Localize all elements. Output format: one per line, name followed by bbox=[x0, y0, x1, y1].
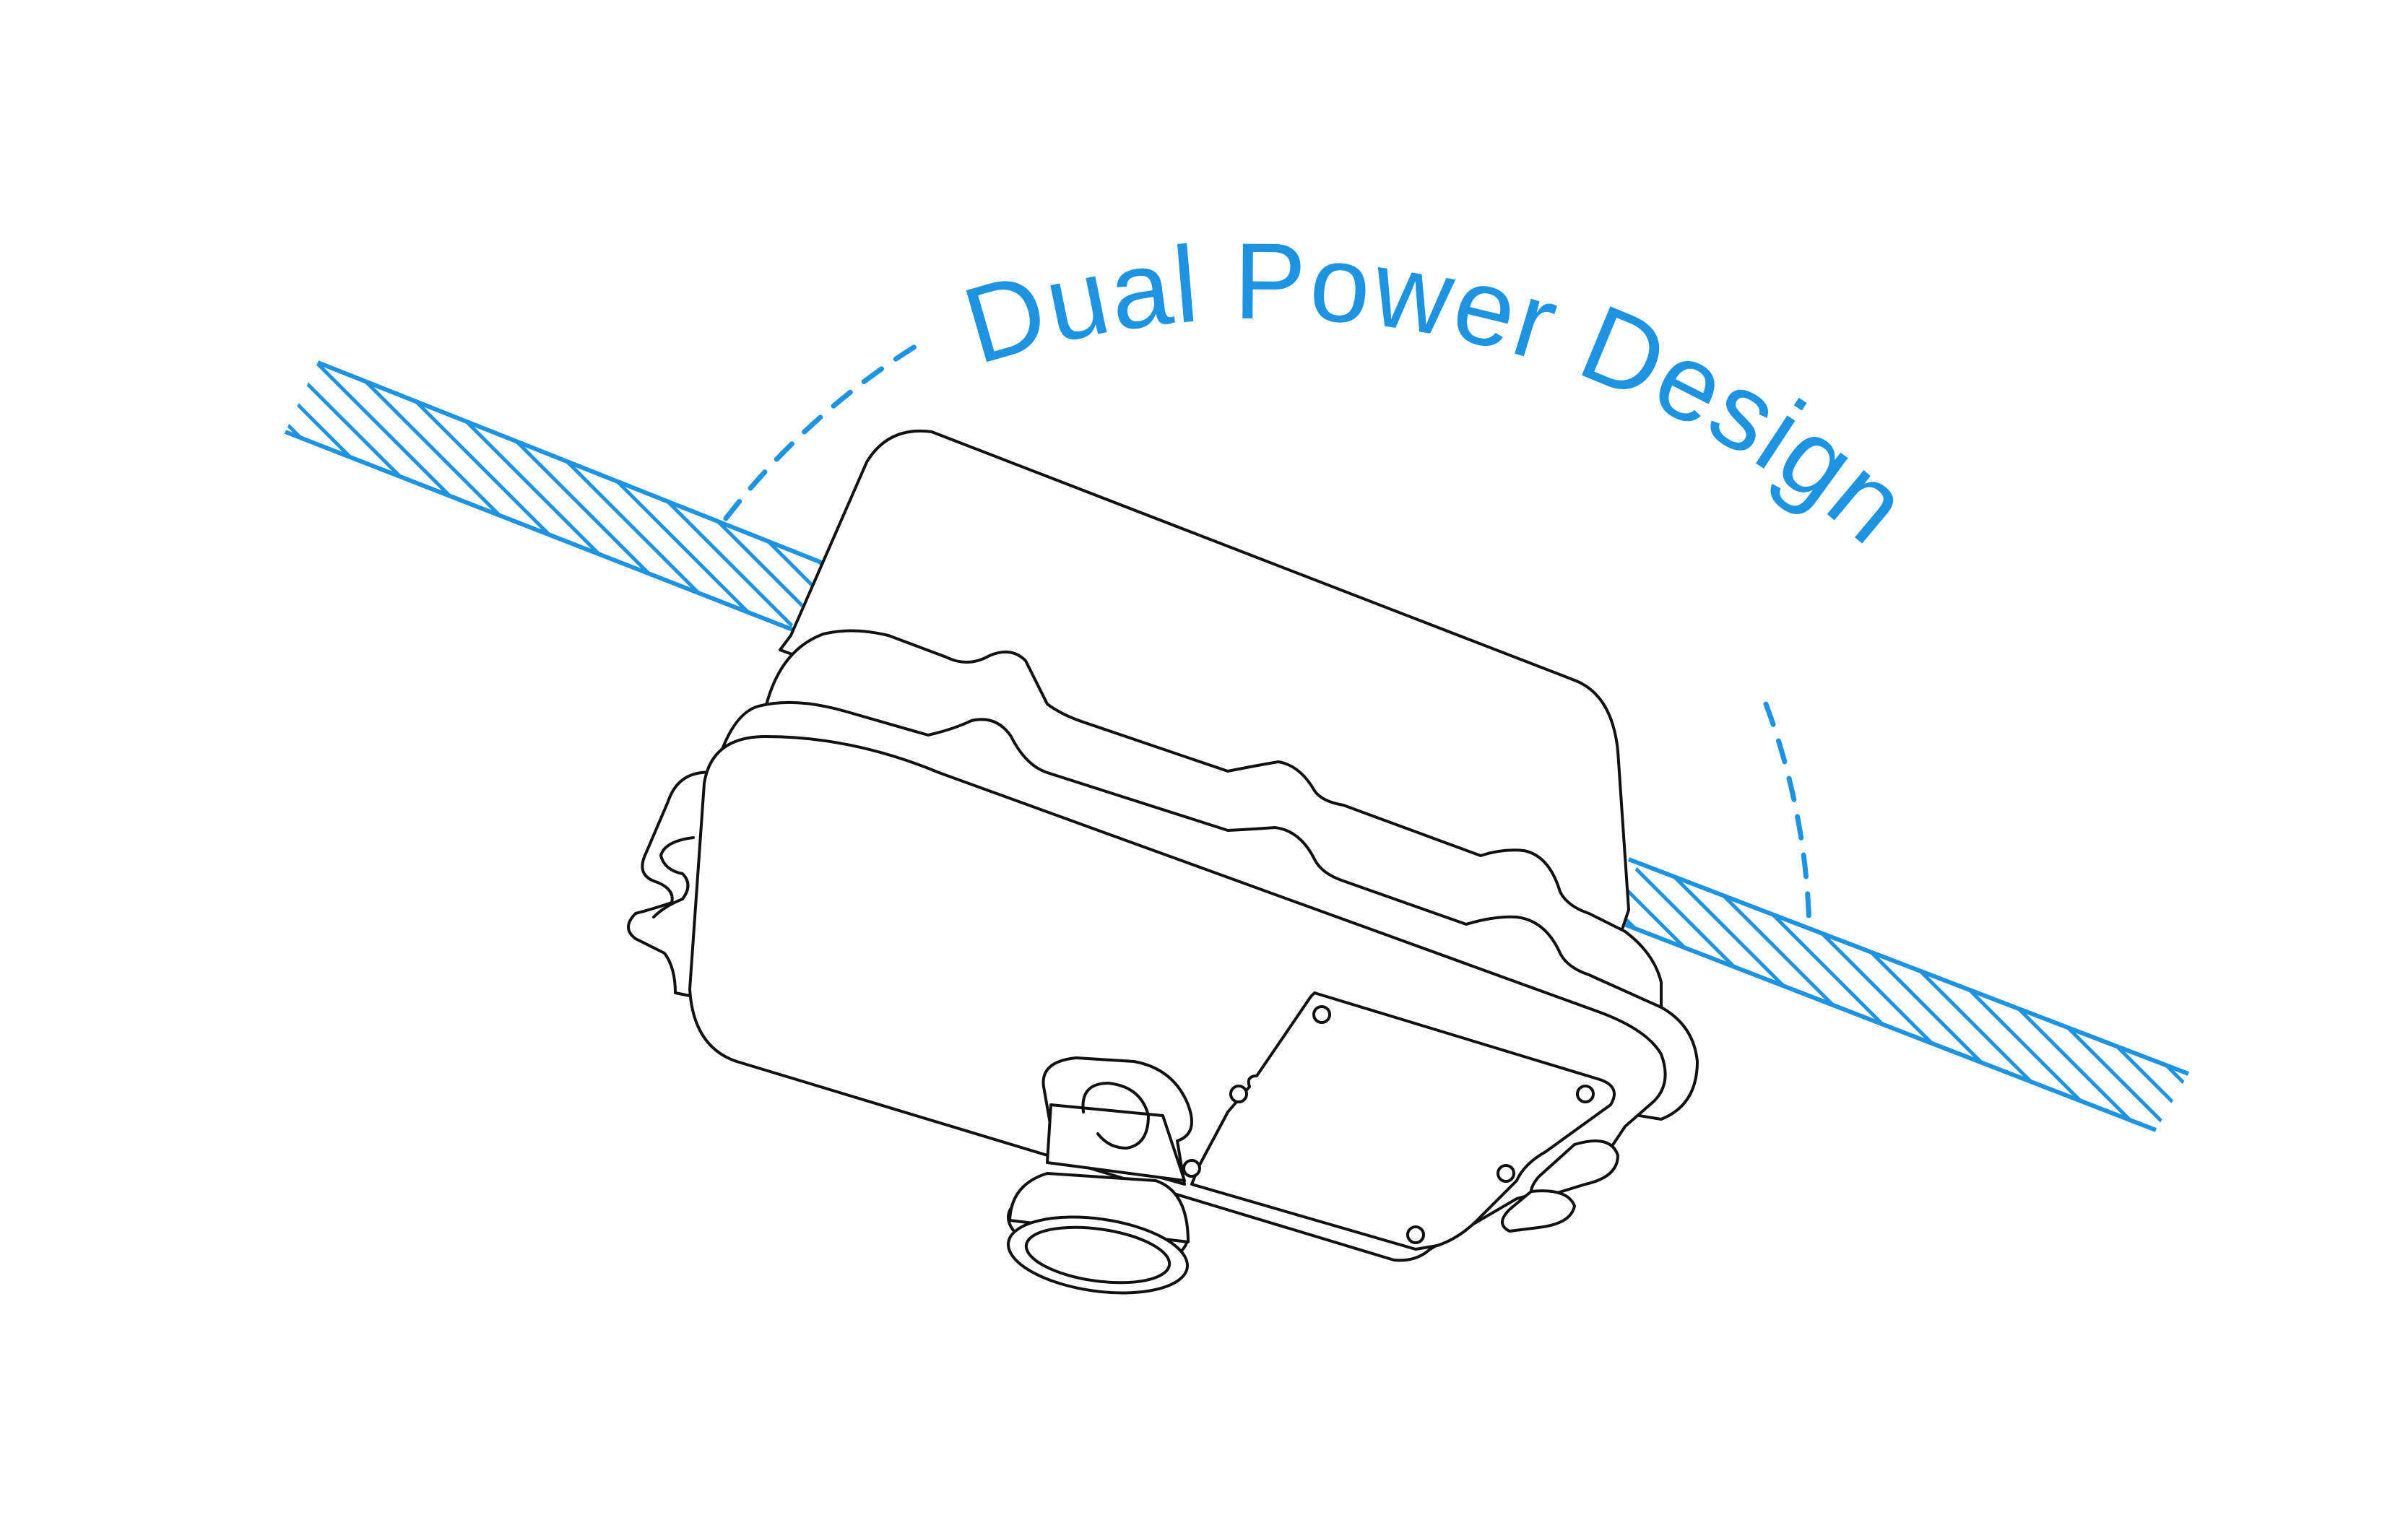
cable-hatch-stroke bbox=[2106, 863, 2188, 1130]
cable-hatch-stroke bbox=[1712, 863, 2076, 1130]
cable-hatch-stroke bbox=[285, 362, 605, 628]
cable-hatch-stroke bbox=[285, 362, 636, 628]
cable-hatch-stroke bbox=[285, 362, 454, 628]
cable-hatch-stroke bbox=[1651, 863, 2015, 1130]
cable-hatch-stroke bbox=[1742, 863, 2106, 1130]
cable-hatch-stroke bbox=[285, 362, 514, 628]
cable-upper-edge-right bbox=[1627, 857, 2190, 1076]
dashed-arc-left bbox=[723, 342, 920, 521]
dashed-arc-right bbox=[1763, 701, 1812, 931]
cable-hatch-stroke bbox=[1863, 863, 2188, 1130]
screw-hole bbox=[1406, 1225, 1425, 1244]
cable-hatch-stroke bbox=[1833, 863, 2188, 1130]
probe-slot bbox=[1081, 1082, 1150, 1150]
cable-hatch-stroke bbox=[363, 362, 727, 628]
probe-cap-face bbox=[1007, 1215, 1189, 1295]
cable-hatch-stroke bbox=[1924, 863, 2188, 1130]
probe-cap-inner bbox=[1024, 1225, 1171, 1285]
device-top-shell bbox=[779, 430, 1630, 955]
screw-hole bbox=[1497, 1164, 1515, 1183]
device-side-clip-inner bbox=[652, 836, 695, 918]
cable-hatch-stroke bbox=[285, 362, 423, 628]
cable-hatch-stroke bbox=[285, 362, 393, 628]
cable-hatch-stroke bbox=[1954, 863, 2188, 1130]
dashed-arc bbox=[723, 342, 1812, 931]
cable-hatch-stroke bbox=[2199, 794, 2408, 1155]
cable-lower-edge-right bbox=[1595, 911, 2157, 1132]
cable-hatch-stroke bbox=[285, 362, 484, 628]
cable-lower-edge-left bbox=[284, 430, 796, 633]
screw-hole bbox=[1182, 1159, 1201, 1178]
screw-hole bbox=[1576, 1085, 1595, 1103]
cable-hatch-stroke bbox=[285, 362, 545, 628]
screw-hole bbox=[1229, 1085, 1248, 1103]
cable-hatch-stroke bbox=[2045, 863, 2188, 1130]
screw-hole bbox=[1312, 1005, 1331, 1024]
cable-hatch-stroke bbox=[393, 362, 757, 628]
cable-upper-edge-left bbox=[316, 360, 832, 568]
cable-hatch-stroke bbox=[332, 362, 696, 628]
cable-hatch-stroke bbox=[1985, 863, 2188, 1130]
cable-hatch-stroke bbox=[484, 362, 823, 628]
probe-body bbox=[1046, 1103, 1186, 1182]
hanging-power-line-sensor-icon bbox=[627, 430, 1699, 1295]
cable-hatch-stroke bbox=[2136, 863, 2188, 1130]
cable-hatch-stroke bbox=[1681, 863, 2045, 1130]
cable-hatch-stroke bbox=[2076, 863, 2188, 1130]
cable-hatch-stroke bbox=[285, 362, 575, 628]
cable-hatch-stroke bbox=[302, 362, 666, 628]
cable-hatch-stroke bbox=[454, 362, 818, 628]
cable-hatch-stroke bbox=[2167, 863, 2188, 1130]
cable-hatch-stroke bbox=[2015, 863, 2188, 1130]
cable-hatch-stroke bbox=[285, 362, 363, 628]
cable-hatch-stroke bbox=[1803, 863, 2167, 1130]
device-hatch-plate bbox=[1190, 991, 1616, 1251]
device-rear-lug bbox=[1501, 1189, 1576, 1233]
cable-hatch-stroke bbox=[423, 362, 787, 628]
